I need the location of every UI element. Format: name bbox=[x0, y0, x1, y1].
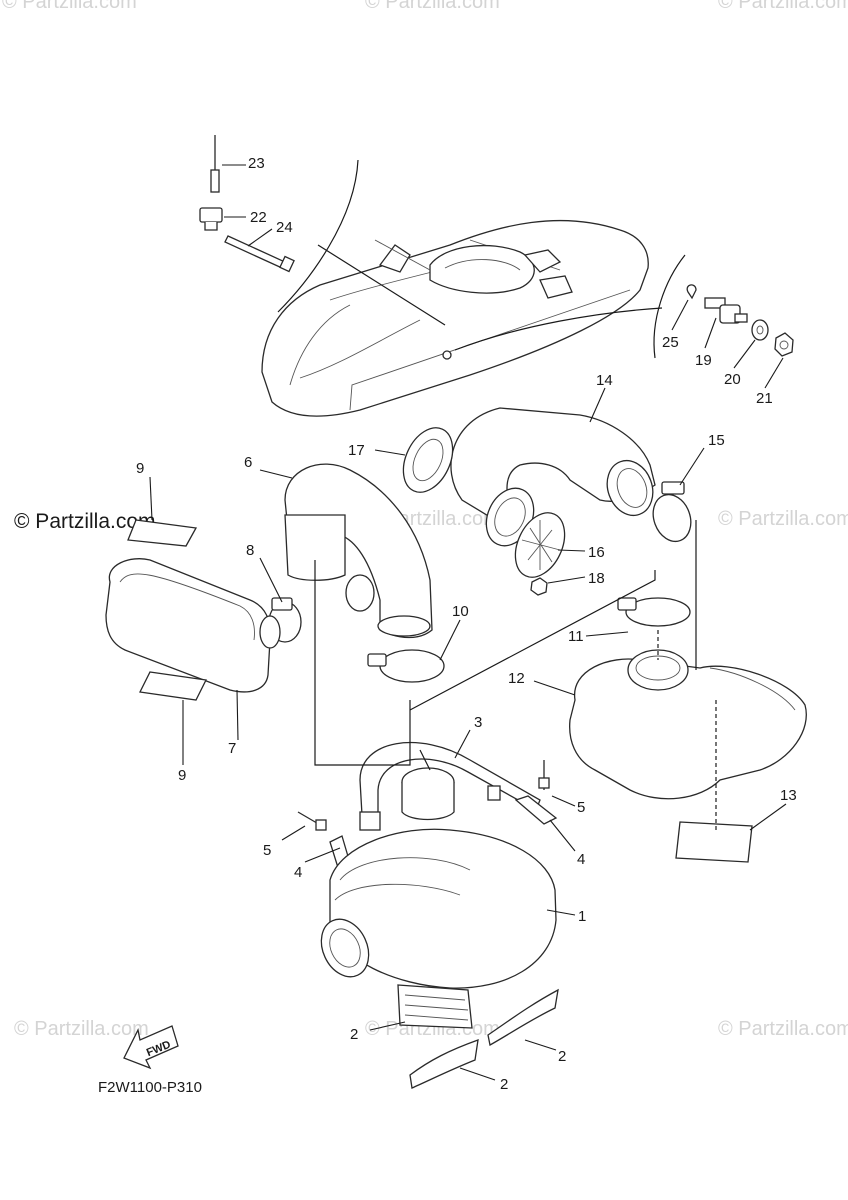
callout-22: 22 bbox=[250, 209, 267, 226]
callout-20: 20 bbox=[724, 371, 741, 388]
part-14-exhaust-pipe[interactable] bbox=[450, 407, 660, 522]
part-25-clip[interactable] bbox=[686, 284, 697, 300]
watermark-bottom-left: © Partzilla.com bbox=[14, 1018, 149, 1040]
callout-4-right: 4 bbox=[577, 851, 585, 868]
part-13-label[interactable] bbox=[675, 821, 753, 863]
callout-7: 7 bbox=[228, 740, 236, 757]
part-11-hose-clamp[interactable] bbox=[617, 597, 691, 627]
assembly-guides bbox=[314, 520, 717, 830]
part-7-muffler[interactable] bbox=[105, 558, 281, 693]
callout-13: 13 bbox=[780, 787, 797, 804]
part-2-pad-right[interactable] bbox=[487, 988, 559, 1047]
bracket-right bbox=[653, 254, 686, 359]
part-19-fitting[interactable] bbox=[704, 297, 748, 324]
part-21-nut[interactable] bbox=[774, 332, 794, 357]
part-20-washer[interactable] bbox=[751, 319, 769, 341]
callout-24: 24 bbox=[276, 219, 293, 236]
callout-15: 15 bbox=[708, 432, 725, 449]
callout-10: 10 bbox=[452, 603, 469, 620]
callout-21: 21 bbox=[756, 390, 773, 407]
watercraft-hull bbox=[261, 219, 649, 417]
watermark-mid-right: © Partzilla.com bbox=[718, 508, 848, 530]
diagram-code: F2W1100-P310 bbox=[98, 1079, 202, 1096]
part-2-pad-center[interactable] bbox=[397, 984, 473, 1029]
watermark-bottom-right: © Partzilla.com bbox=[718, 1018, 848, 1040]
part-9-label-lower[interactable] bbox=[139, 671, 207, 701]
callout-16: 16 bbox=[588, 544, 605, 561]
part-24-cable-tie[interactable] bbox=[224, 235, 295, 273]
part-23-rivet[interactable] bbox=[210, 135, 220, 193]
part-18-nut[interactable] bbox=[530, 577, 548, 596]
part-4-bracket-right[interactable] bbox=[514, 795, 558, 825]
callout-5-right: 5 bbox=[577, 799, 585, 816]
callout-2-bottom: 2 bbox=[500, 1076, 508, 1093]
part-3-strap[interactable] bbox=[359, 741, 541, 831]
pointer-line-left bbox=[317, 244, 446, 326]
part-10-hose-clamp[interactable] bbox=[367, 649, 445, 683]
callout-5-left: 5 bbox=[263, 842, 271, 859]
callout-25: 25 bbox=[662, 334, 679, 351]
callout-11: 11 bbox=[568, 628, 584, 645]
callout-3: 3 bbox=[474, 714, 482, 731]
callout-14: 14 bbox=[596, 372, 613, 389]
watermark-main: © Partzilla.com bbox=[14, 510, 156, 533]
callout-12: 12 bbox=[508, 670, 525, 687]
part-1-muffler-can[interactable] bbox=[312, 767, 557, 989]
part-17-flange[interactable] bbox=[394, 420, 463, 500]
callout-4-left: 4 bbox=[294, 864, 302, 881]
part-16-gasket[interactable] bbox=[506, 505, 575, 585]
callout-18: 18 bbox=[588, 570, 605, 587]
callout-labels: 23 22 24 25 19 20 21 14 17 15 6 9 8 16 1… bbox=[136, 155, 797, 1093]
callout-1: 1 bbox=[578, 908, 586, 925]
watermark-top-right: © Partzilla.com bbox=[718, 0, 848, 13]
callout-9-lower: 9 bbox=[178, 767, 186, 784]
callout-23: 23 bbox=[248, 155, 265, 172]
part-6-exhaust-pipe[interactable] bbox=[284, 463, 433, 639]
callout-2-left: 2 bbox=[350, 1026, 358, 1043]
callout-19: 19 bbox=[695, 352, 712, 369]
callout-2-right: 2 bbox=[558, 1048, 566, 1065]
part-5-rivet-right[interactable] bbox=[538, 760, 550, 790]
part-15-hose-clamp[interactable] bbox=[647, 481, 697, 547]
part-12-water-lock[interactable] bbox=[569, 649, 807, 800]
leader-lines bbox=[149, 164, 787, 1081]
callout-17: 17 bbox=[348, 442, 365, 459]
pointer-line-right bbox=[454, 307, 663, 351]
fwd-arrow-icon: FWD bbox=[123, 1025, 179, 1070]
part-5-rivet-left[interactable] bbox=[297, 811, 327, 831]
callout-6: 6 bbox=[244, 454, 252, 471]
watermark-top-center: © Partzilla.com bbox=[365, 0, 500, 13]
part-22-grommet[interactable] bbox=[199, 207, 223, 231]
watermark-top-left: © Partzilla.com bbox=[2, 0, 137, 13]
callout-8: 8 bbox=[246, 542, 254, 559]
part-2-pad-bottom[interactable] bbox=[409, 1039, 479, 1089]
part-9-label-upper[interactable] bbox=[127, 519, 198, 547]
callout-9-upper: 9 bbox=[136, 460, 144, 477]
bracket-left bbox=[277, 159, 359, 313]
